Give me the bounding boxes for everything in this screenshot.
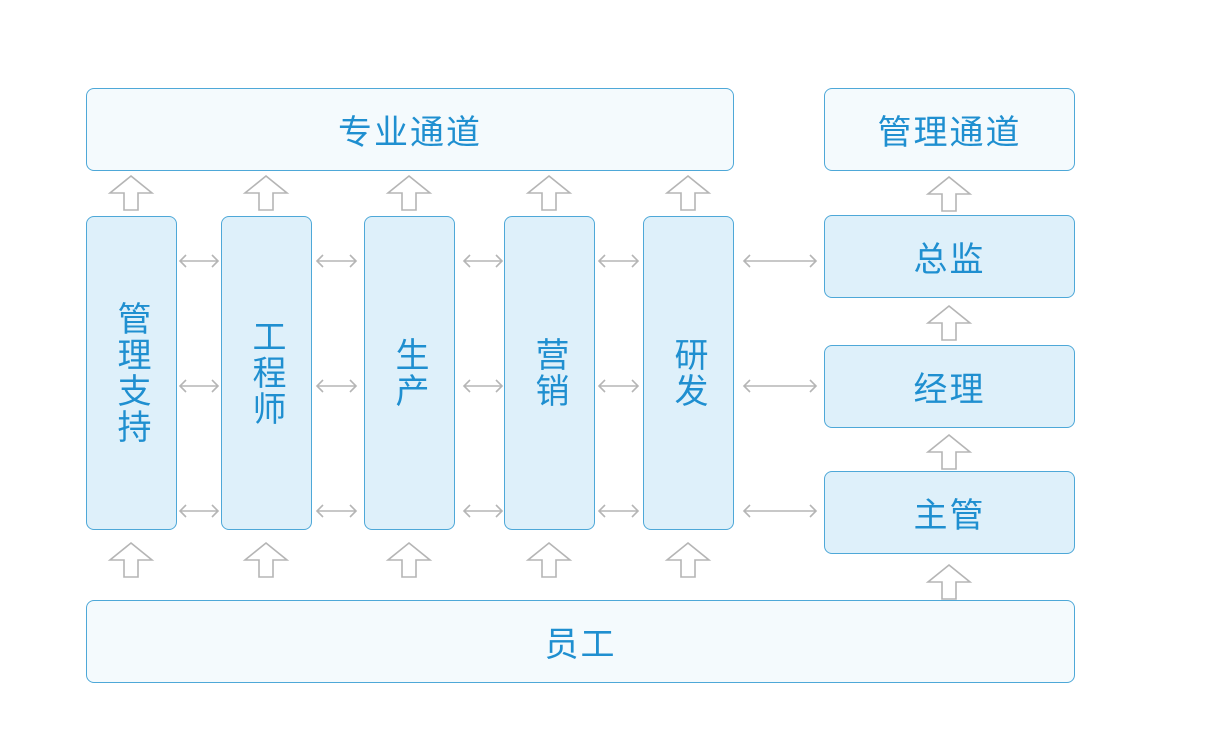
up-arrow-icon [242, 541, 290, 578]
up-arrow-icon [925, 433, 973, 470]
column-management-support: 管理支持 [86, 216, 177, 530]
up-arrow-icon [925, 304, 973, 341]
level-label: 总监 [913, 240, 986, 280]
up-arrow-icon [925, 563, 973, 600]
up-arrow-icon [242, 174, 290, 211]
double-arrow-icon [742, 504, 818, 518]
double-arrow-icon [597, 254, 640, 268]
column-production: 生产 [364, 216, 455, 530]
double-arrow-icon [597, 379, 640, 393]
management-channel-box: 管理通道 [824, 88, 1075, 171]
up-arrow-icon [925, 175, 973, 212]
up-arrow-icon [107, 174, 155, 211]
up-arrow-icon [385, 174, 433, 211]
column-engineer: 工程师 [221, 216, 312, 530]
double-arrow-icon [462, 379, 504, 393]
double-arrow-icon [742, 379, 818, 393]
level-label: 主管 [913, 496, 986, 536]
up-arrow-icon [525, 174, 573, 211]
level-director-box: 总监 [824, 215, 1075, 298]
double-arrow-icon [178, 254, 220, 268]
column-label: 生产 [389, 337, 429, 409]
up-arrow-icon [664, 174, 712, 211]
up-arrow-icon [107, 541, 155, 578]
up-arrow-icon [664, 541, 712, 578]
double-arrow-icon [178, 504, 220, 518]
column-label: 研发 [668, 337, 708, 409]
employee-label: 员工 [544, 625, 617, 665]
level-supervisor-box: 主管 [824, 471, 1075, 554]
level-manager-box: 经理 [824, 345, 1075, 428]
up-arrow-icon [385, 541, 433, 578]
management-channel-label: 管理通道 [877, 113, 1022, 153]
column-label: 工程师 [246, 319, 286, 427]
up-arrow-icon [525, 541, 573, 578]
column-label: 管理支持 [111, 301, 151, 445]
employee-box: 员工 [86, 600, 1075, 683]
double-arrow-icon [315, 254, 358, 268]
double-arrow-icon [315, 504, 358, 518]
level-label: 经理 [913, 370, 986, 410]
double-arrow-icon [462, 504, 504, 518]
professional-channel-box: 专业通道 [86, 88, 734, 171]
double-arrow-icon [178, 379, 220, 393]
double-arrow-icon [315, 379, 358, 393]
double-arrow-icon [742, 254, 818, 268]
column-label: 营销 [529, 337, 569, 409]
double-arrow-icon [462, 254, 504, 268]
double-arrow-icon [597, 504, 640, 518]
column-rnd: 研发 [643, 216, 734, 530]
column-marketing: 营销 [504, 216, 595, 530]
professional-channel-label: 专业通道 [338, 113, 482, 153]
